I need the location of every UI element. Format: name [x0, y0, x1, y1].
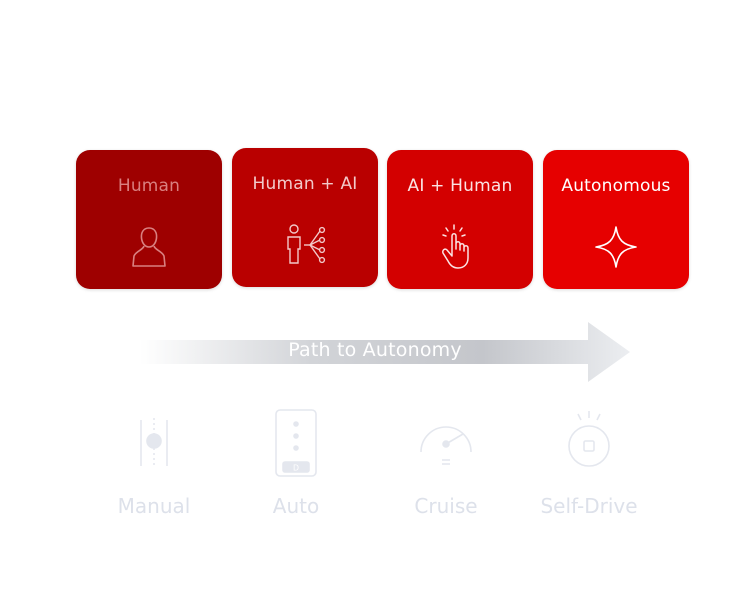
- sparkle-icon: [595, 226, 637, 268]
- tap-hand-icon: [442, 224, 469, 269]
- mode-label: Manual: [117, 494, 191, 518]
- stage-card-ai-human: AI + Human: [387, 150, 533, 289]
- stage-title: AI + Human: [407, 176, 513, 196]
- stage-card-human: Human: [76, 150, 222, 289]
- self-drive-wheel-icon: [568, 411, 610, 467]
- stage-card-autonomous: Autonomous: [543, 150, 689, 289]
- mode-auto: D Auto: [236, 408, 356, 518]
- person-icon: [132, 227, 166, 267]
- mode-cruise: Cruise: [386, 408, 506, 518]
- mode-label: Self-Drive: [540, 494, 638, 518]
- mode-label: Cruise: [414, 494, 478, 518]
- stage-title: Autonomous: [561, 176, 671, 196]
- mode-label: Auto: [272, 494, 320, 518]
- stage-card-human-ai: Human + AI: [232, 148, 378, 287]
- automatic-shifter-icon: D: [275, 409, 317, 477]
- stage-title: Human + AI: [252, 174, 358, 194]
- path-arrow: [140, 322, 630, 382]
- shifter-badge: D: [293, 464, 299, 473]
- gear-shift-icon: [140, 418, 168, 468]
- person-network-icon: [287, 224, 326, 264]
- arrow-label: Path to Autonomy: [288, 339, 462, 361]
- speedometer-icon: [420, 426, 472, 465]
- mode-manual: Manual: [94, 408, 214, 518]
- mode-self-drive: Self-Drive: [529, 408, 649, 518]
- stage-title: Human: [117, 176, 181, 196]
